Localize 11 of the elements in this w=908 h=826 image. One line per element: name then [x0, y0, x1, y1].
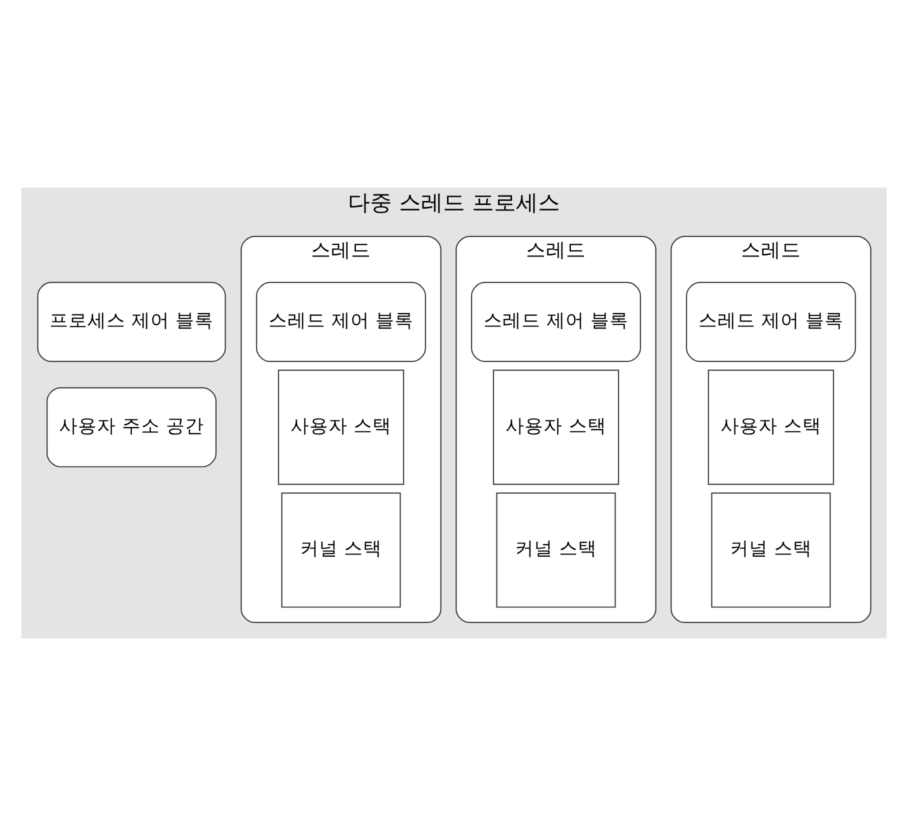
node-box: 스레드 제어 블록: [256, 282, 426, 362]
node-box: 사용자 주소 공간: [46, 387, 217, 468]
node-box: 사용자 스택: [708, 370, 834, 485]
node-box: 커널 스택: [496, 492, 616, 608]
node-box: 사용자 스택: [278, 370, 404, 485]
node-box: 프로세스 제어 블록: [37, 282, 226, 362]
node-box: 스레드 제어 블록: [686, 282, 856, 362]
node-box: 커널 스택: [711, 492, 831, 608]
node-box: 스레드 제어 블록: [471, 282, 641, 362]
node-box: 사용자 스택: [492, 370, 620, 485]
node-box: 커널 스택: [281, 492, 401, 608]
